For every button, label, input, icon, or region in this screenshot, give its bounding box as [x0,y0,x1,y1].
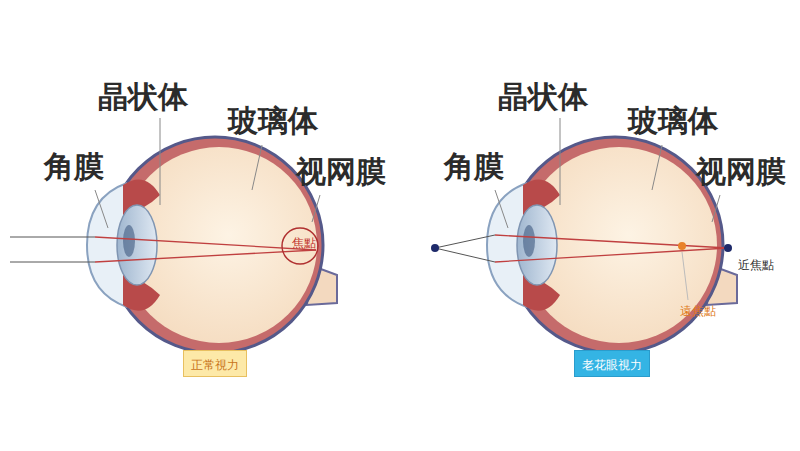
focus-label: 近焦點 [738,258,774,272]
focus-label: 遠焦點 [680,304,716,318]
part-label: 视网膜 [296,155,386,189]
part-label: 晶状体 [98,80,188,114]
caption-box: 老花眼視力 [574,350,650,377]
focus-label: 焦點 [292,236,316,250]
caption-box: 正常視力 [183,350,247,377]
caption-text: 正常視力 [191,358,239,372]
part-label: 角膜 [44,150,104,184]
part-label: 视网膜 [696,155,786,189]
part-label: 玻璃体 [628,104,718,138]
caption-text: 老花眼視力 [582,358,642,372]
part-label: 玻璃体 [228,104,318,138]
part-label: 角膜 [444,150,504,184]
part-label: 晶状体 [498,80,588,114]
